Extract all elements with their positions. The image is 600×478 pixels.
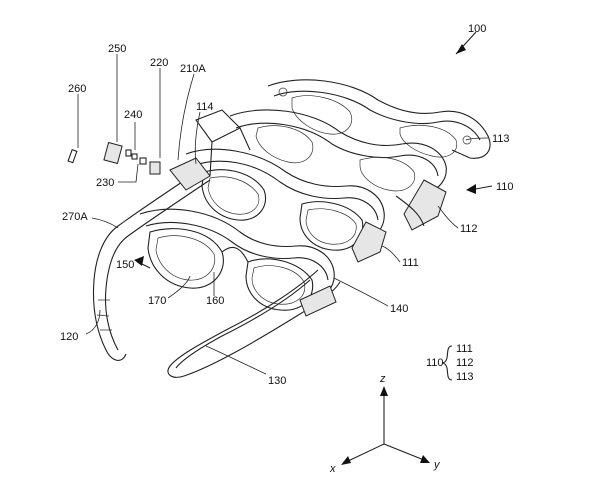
frame-legend: 110 111 112 113 xyxy=(426,343,474,383)
legend-item-111: 111 xyxy=(456,343,473,355)
label-210a: 210A xyxy=(180,63,206,75)
arrow-100-head xyxy=(456,44,466,54)
axis-x-label: x xyxy=(329,463,336,475)
glasses-150 xyxy=(139,208,335,311)
label-230: 230 xyxy=(96,177,114,189)
frame-113 xyxy=(267,79,491,159)
axis-x-line xyxy=(345,443,385,463)
axis-z-arrow xyxy=(380,386,388,396)
arrows xyxy=(134,31,493,269)
label-114: 114 xyxy=(196,101,214,113)
label-250: 250 xyxy=(108,43,126,55)
label-150: 150 xyxy=(116,259,134,271)
label-260: 260 xyxy=(68,83,86,95)
component-250 xyxy=(103,141,123,165)
components xyxy=(67,141,161,175)
label-240: 240 xyxy=(124,109,142,121)
axis-y-label: y xyxy=(433,459,441,471)
reference-labels: 100 250 220 210A 260 240 114 113 110 230… xyxy=(60,23,514,387)
legend-group: 110 xyxy=(426,357,444,369)
axis-y-line xyxy=(383,443,425,461)
label-112: 112 xyxy=(460,223,478,235)
label-170: 170 xyxy=(148,295,166,307)
legend-item-112: 112 xyxy=(456,357,474,369)
frame-111 xyxy=(185,148,387,263)
label-120: 120 xyxy=(60,331,78,343)
component-230 xyxy=(139,157,147,165)
leader-lines xyxy=(77,54,489,375)
label-140: 140 xyxy=(390,303,408,315)
frame-112 xyxy=(229,109,447,231)
label-100: 100 xyxy=(468,23,486,35)
label-220: 220 xyxy=(150,57,168,69)
axis-x-arrow xyxy=(341,456,351,465)
coordinate-axes: z x y xyxy=(329,373,441,475)
arrow-150-head xyxy=(134,256,144,266)
axis-y-arrow xyxy=(420,455,430,463)
axis-z-label: z xyxy=(379,373,386,385)
temple-130 xyxy=(167,269,341,378)
label-113: 113 xyxy=(492,133,510,145)
temple-120 xyxy=(93,109,251,361)
label-110: 110 xyxy=(496,181,514,193)
label-111: 111 xyxy=(402,257,419,269)
arrow-110-head xyxy=(466,184,476,194)
component-240a xyxy=(125,149,132,157)
component-240b xyxy=(131,153,138,160)
component-260 xyxy=(67,148,78,164)
component-220 xyxy=(149,161,161,175)
label-270a: 270A xyxy=(62,211,88,223)
label-130: 130 xyxy=(268,375,286,387)
legend-item-113: 113 xyxy=(456,371,474,383)
label-160: 160 xyxy=(206,295,224,307)
legend-brace xyxy=(441,345,453,381)
